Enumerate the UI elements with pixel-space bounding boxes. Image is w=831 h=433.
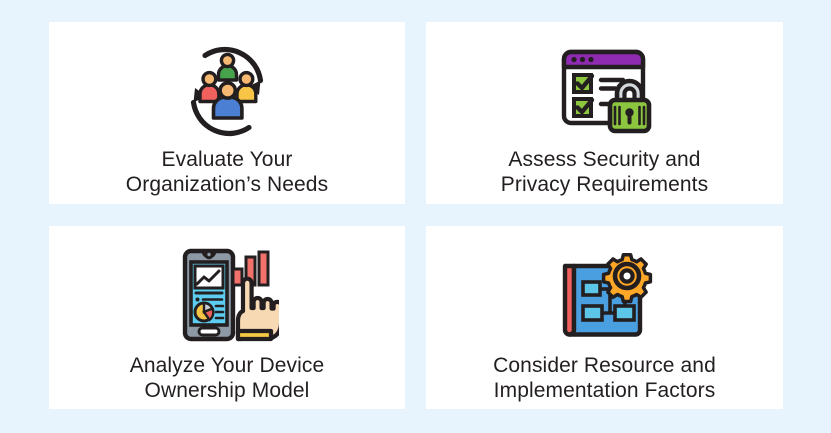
card-assess-security-privacy[interactable]: Assess Security and Privacy Requirements — [426, 22, 783, 204]
card-title: Analyze Your Device Ownership Model — [129, 354, 325, 402]
card-title: Evaluate Your Organization’s Needs — [125, 148, 329, 196]
card-grid: Evaluate Your Organization’s Needs — [49, 22, 783, 409]
browser-checklist-lock-icon — [553, 39, 657, 143]
people-circular-arrows-icon — [175, 39, 279, 143]
card-title: Consider Resource and Implementation Fac… — [493, 354, 716, 402]
blueprint-gear-icon — [553, 243, 657, 347]
card-evaluate-organization-needs[interactable]: Evaluate Your Organization’s Needs — [49, 22, 405, 204]
card-consider-resource-implementation[interactable]: Consider Resource and Implementation Fac… — [426, 226, 783, 409]
card-analyze-device-ownership[interactable]: Analyze Your Device Ownership Model — [49, 226, 405, 409]
card-title: Assess Security and Privacy Requirements — [500, 148, 709, 196]
smartphone-hand-chart-icon — [175, 243, 279, 347]
